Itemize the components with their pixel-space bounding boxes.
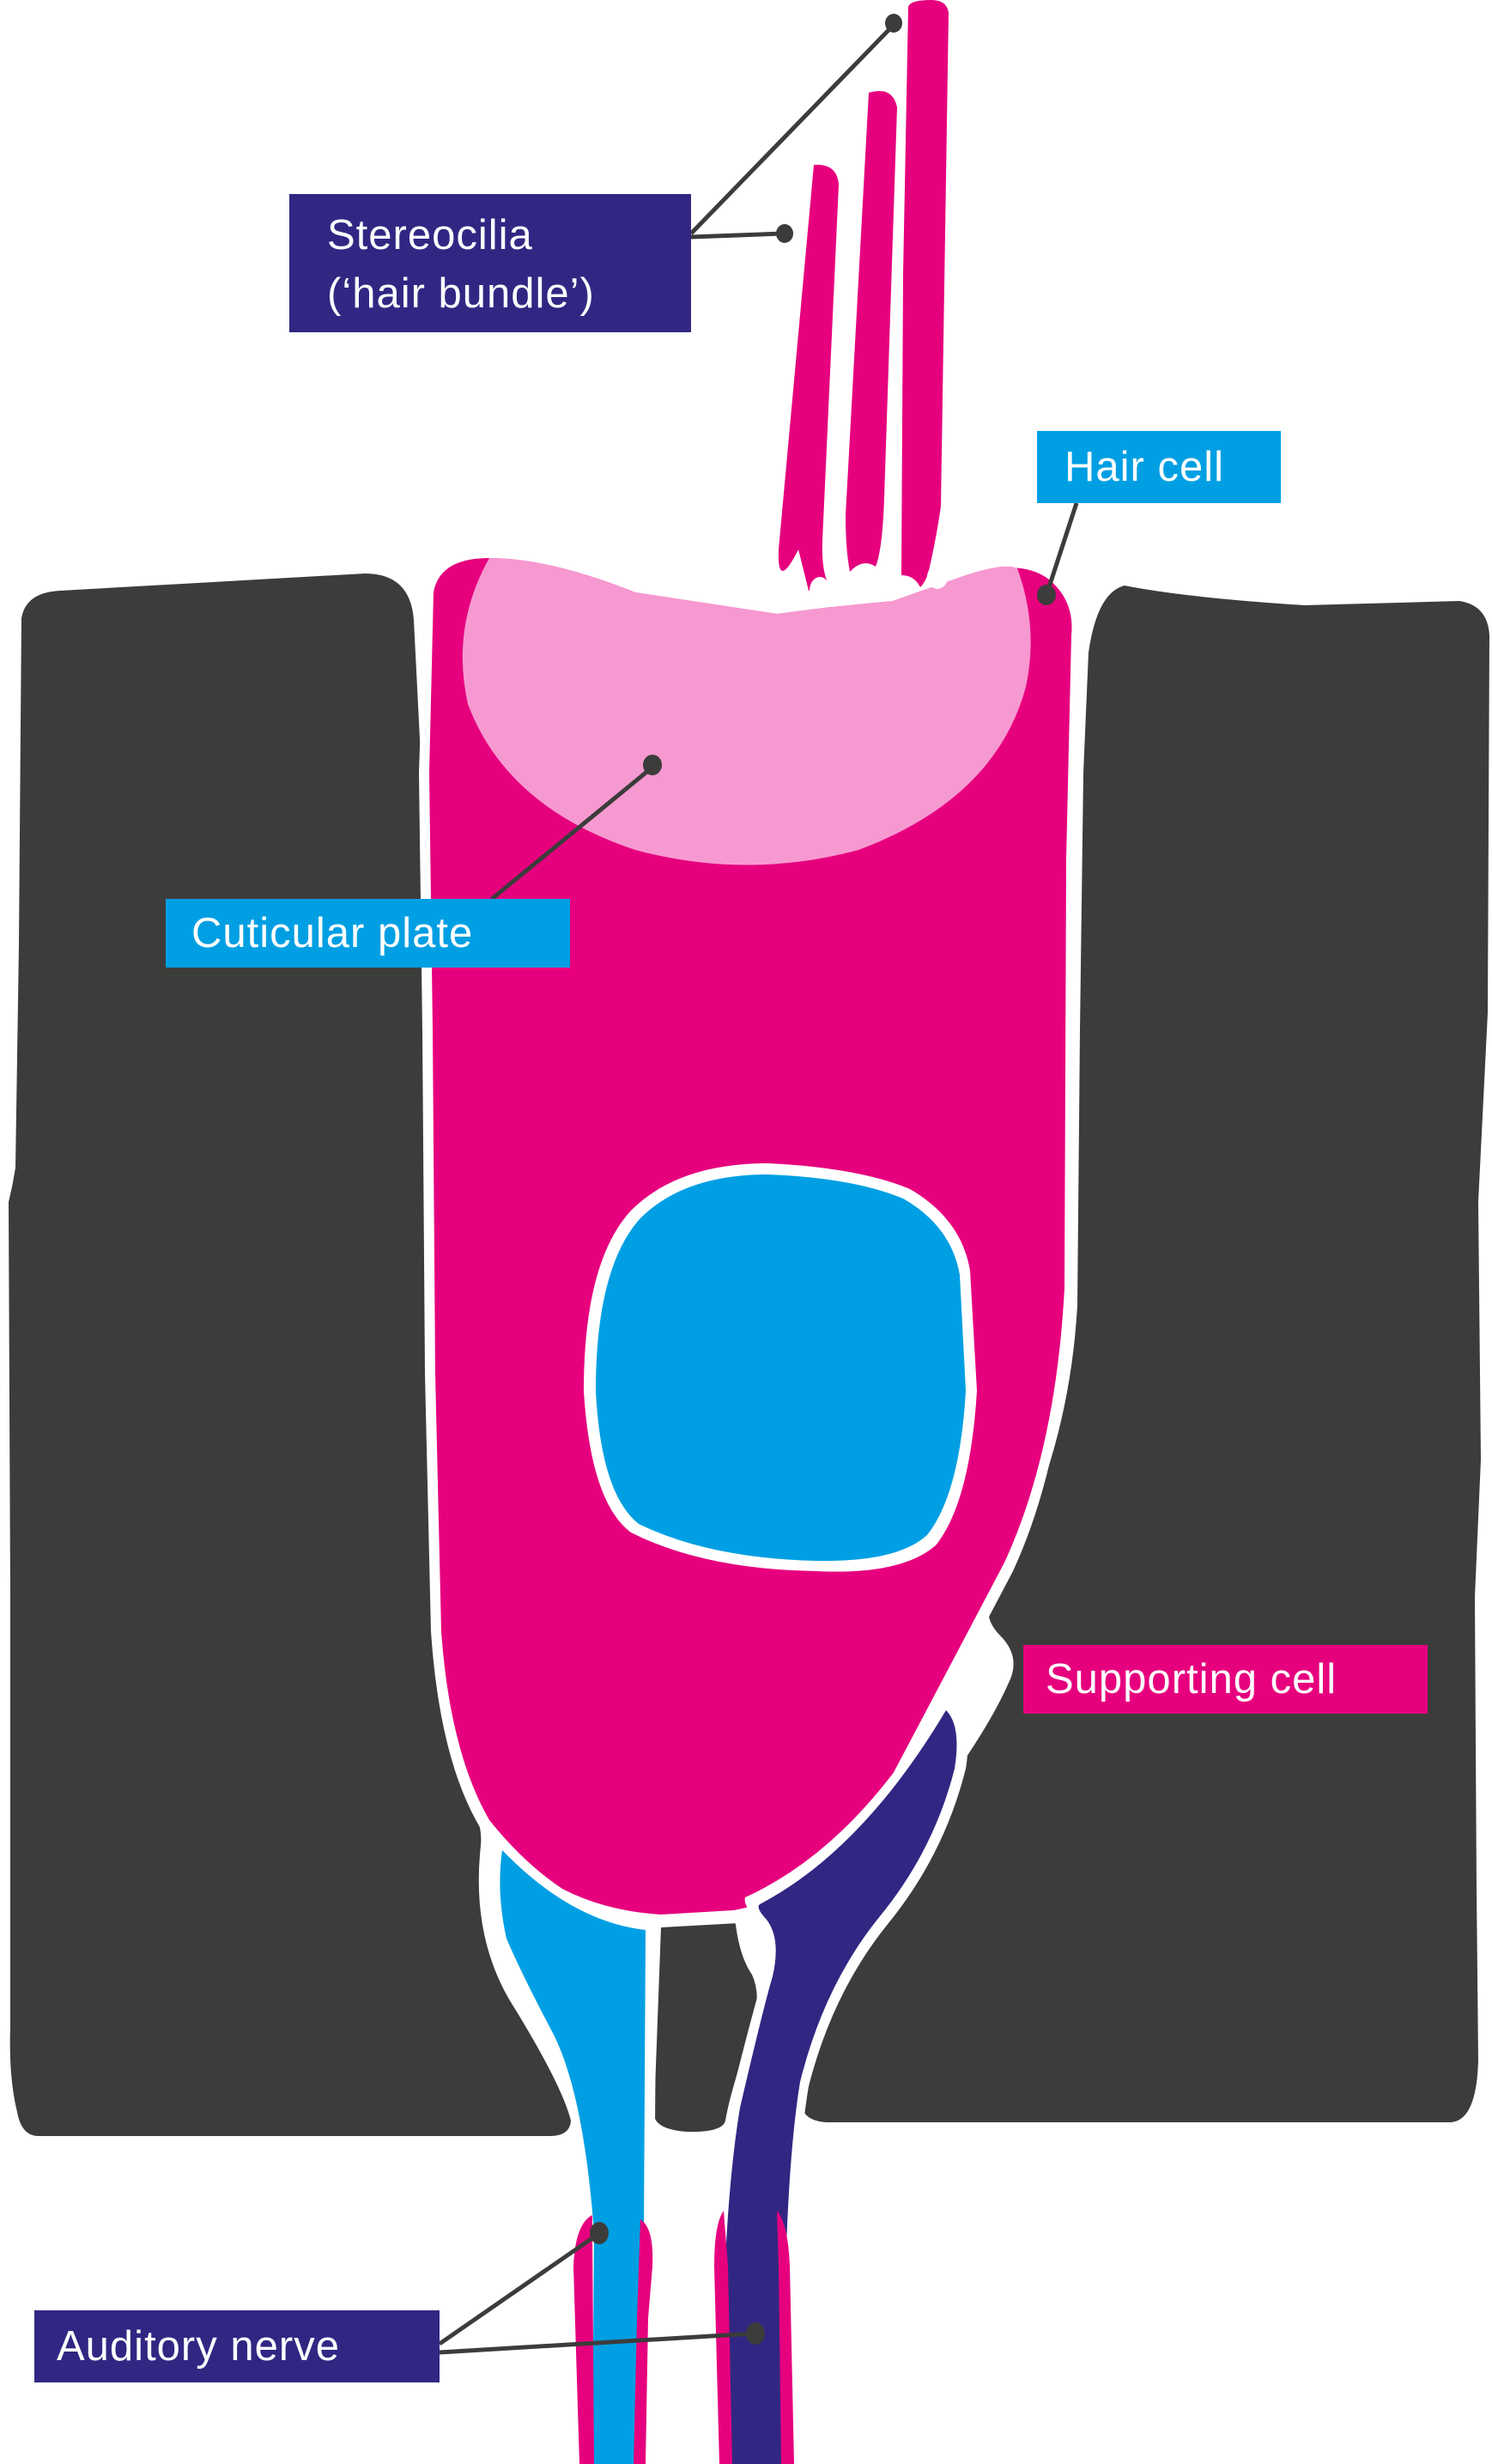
supporting-cell-left [9, 574, 571, 2136]
stereocilium-medium [846, 91, 897, 572]
leader-line-auditory-efferent [439, 2331, 755, 2355]
label-cuticular-plate: Cuticular plate [166, 899, 570, 968]
leader-line-stereocilia-short [690, 231, 784, 240]
leader-dot-auditory-afferent [590, 2222, 609, 2244]
label-stereocilia-line2: (‘hair bundle’) [327, 270, 595, 317]
leader-line-cuticular-plate [490, 764, 656, 901]
leader-line-auditory-afferent [438, 2231, 600, 2346]
leader-line-hair-cell [1045, 502, 1079, 593]
leader-dots [590, 14, 1056, 2345]
supporting-cell-middle [653, 1913, 757, 2133]
leader-dot-hair-cell [1037, 585, 1056, 605]
stereocilium-root [872, 570, 893, 598]
label-stereocilia-line1: Stereocilia [327, 212, 533, 258]
leader-dot-stereocilia-tall [885, 14, 902, 33]
stereocilium-root [810, 577, 830, 604]
label-stereocilia: Stereocilia (‘hair bundle’) [289, 194, 691, 332]
stereocilium-short [778, 164, 839, 592]
label-auditory-nerve: Auditory nerve [34, 2310, 440, 2382]
label-hair-cell: Hair cell [1037, 431, 1281, 503]
stereocilium-tall [901, 0, 949, 587]
supporting-cell-right [801, 586, 1489, 2122]
stereocilium-root [927, 565, 948, 589]
myelin-sheath-efferent [777, 2211, 794, 2464]
label-supporting-cell: Supporting cell [1023, 1645, 1428, 1714]
leader-lines [438, 24, 1079, 2355]
leader-line-stereocilia-tall [689, 24, 895, 235]
leader-dot-cuticular-plate [643, 755, 662, 775]
cuticular-plate [462, 558, 1031, 865]
nucleus [596, 1174, 966, 1562]
leader-dot-auditory-efferent [746, 2322, 765, 2345]
leader-dot-stereocilia-short [776, 224, 793, 243]
afferent-nerve [500, 1850, 646, 2464]
myelin-sheath-afferent [573, 2215, 594, 2464]
